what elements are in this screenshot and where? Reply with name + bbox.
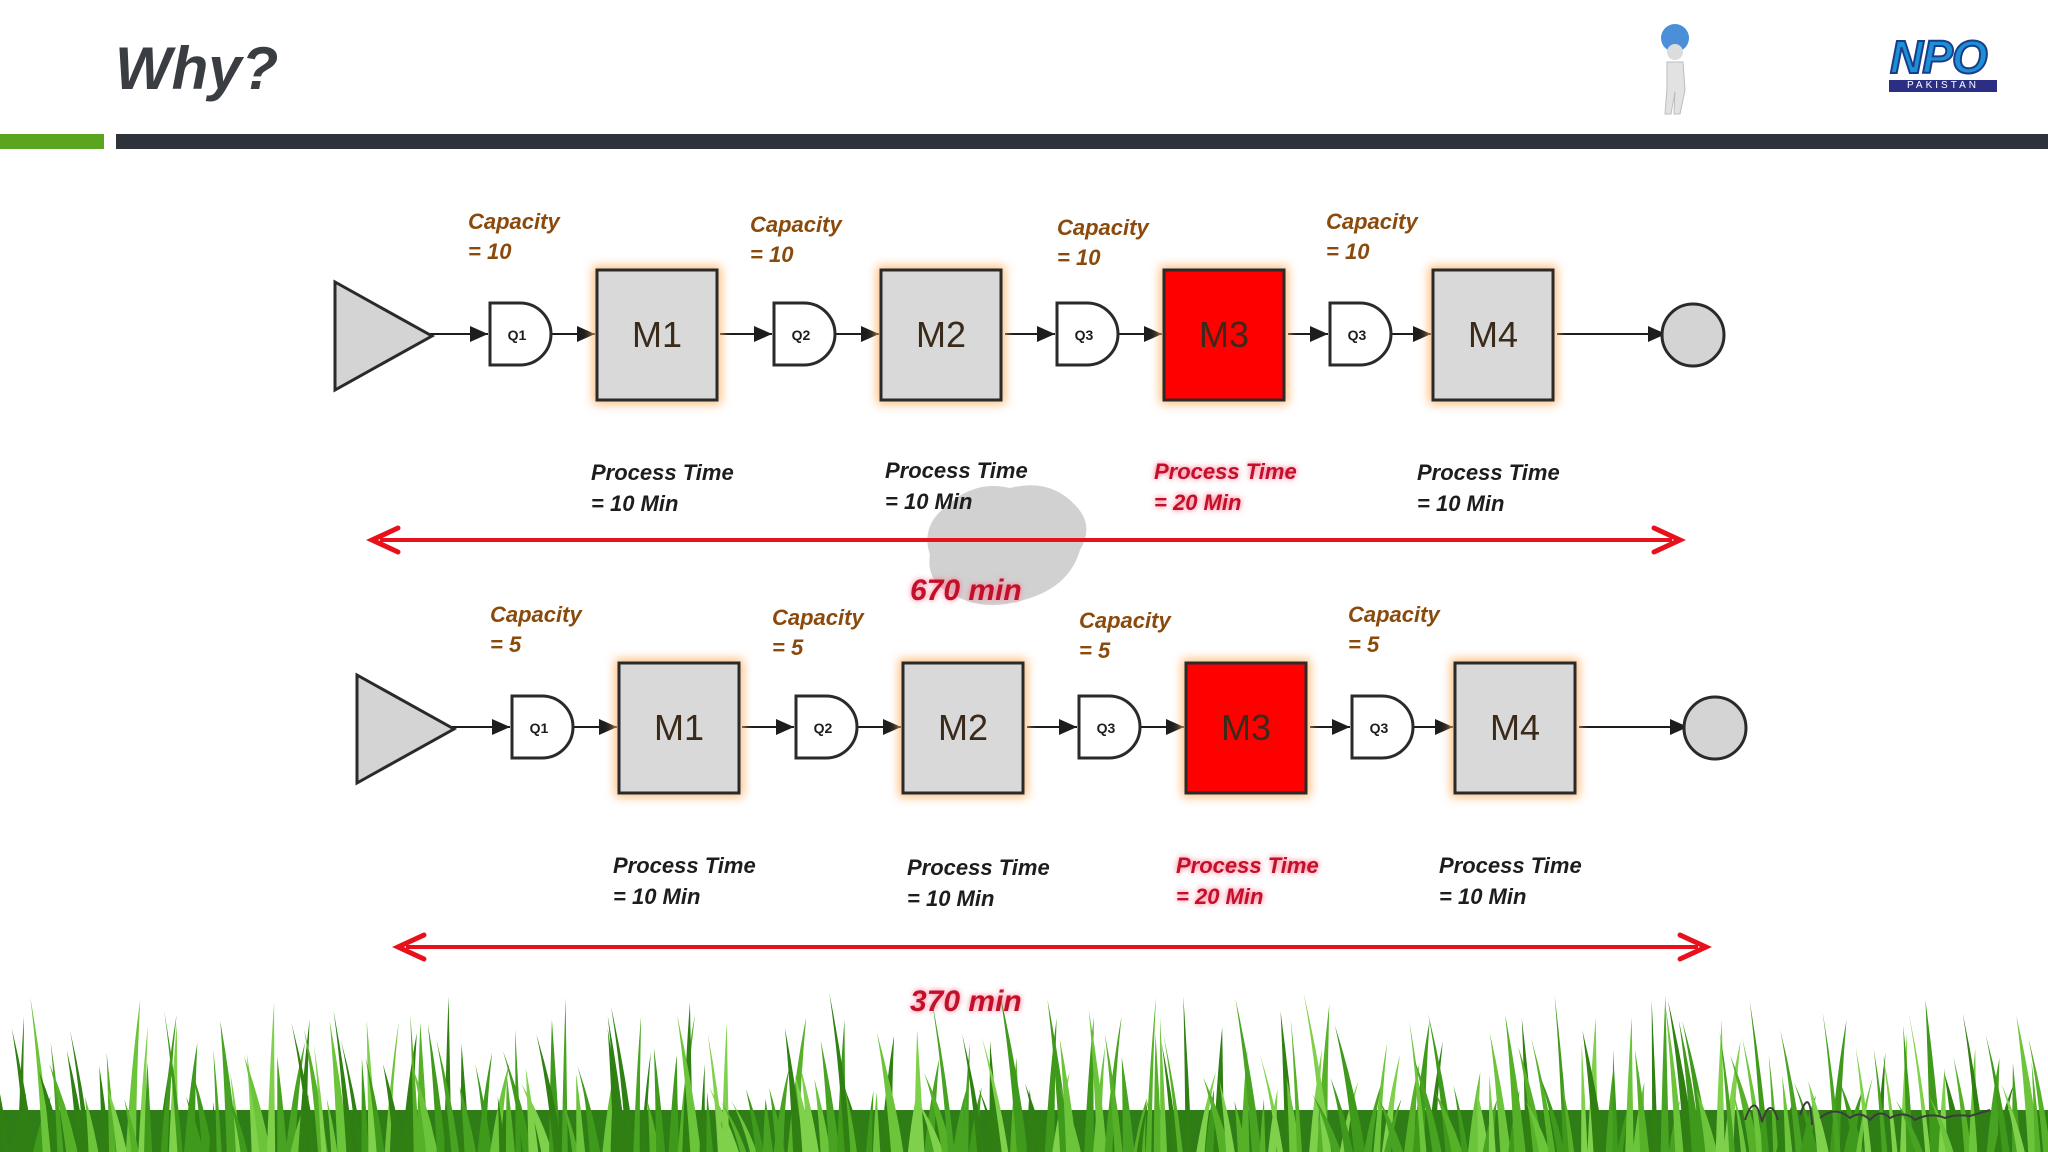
machine-label: M1 [654, 707, 704, 748]
process-time-label: Process Time [1154, 459, 1297, 484]
header-accent-bar [0, 134, 104, 149]
capacity-value: = 5 [1079, 638, 1111, 663]
process-time-value: = 10 Min [1417, 491, 1504, 516]
queue-3: Q3 Capacity = 5 [1077, 608, 1172, 760]
capacity-value: = 10 [1057, 245, 1101, 270]
machine-label: M2 [938, 707, 988, 748]
source-triangle [333, 279, 436, 393]
queue-label: Q1 [508, 327, 527, 343]
capacity-label: Capacity [1057, 215, 1150, 240]
queue-2: Q2 Capacity = 10 [750, 212, 843, 367]
process-time-value: = 20 Min [1176, 884, 1263, 909]
process-time-label: Process Time [1176, 853, 1319, 878]
capacity-label: Capacity [468, 209, 561, 234]
machine-label: M4 [1490, 707, 1540, 748]
capacity-label: Capacity [750, 212, 843, 237]
queue-1: Q1 Capacity = 5 [490, 602, 583, 760]
queue-label: Q2 [792, 327, 811, 343]
process-time-label: Process Time [613, 853, 756, 878]
header-divider-bar [116, 134, 2048, 149]
svg-text:670 min: 670 min [910, 574, 1022, 607]
process-time-value: = 10 Min [613, 884, 700, 909]
queue-3: Q3 Capacity = 10 [1055, 215, 1150, 367]
source-triangle [355, 672, 458, 786]
capacity-label: Capacity [1326, 209, 1419, 234]
queue-1: Q1 Capacity = 10 [468, 209, 561, 367]
process-time-value: = 20 Min [1154, 490, 1241, 515]
thinking-person-icon [1661, 24, 1689, 115]
machine-label: M4 [1468, 314, 1518, 355]
capacity-label: Capacity [1348, 602, 1441, 627]
queue-label: Q3 [1075, 327, 1094, 343]
sink-circle [1660, 302, 1726, 368]
queue-label: Q3 [1348, 327, 1367, 343]
machine-label: M1 [632, 314, 682, 355]
queue-label: Q3 [1097, 720, 1116, 736]
capacity-label: Capacity [1079, 608, 1172, 633]
slide-title: Why? [115, 35, 279, 102]
npo-logo-subtext: PAKISTAN [1889, 80, 1997, 92]
machine-label: M3 [1221, 707, 1271, 748]
grass-decoration [0, 992, 2048, 1152]
svg-text:= 20 Min: = 20 Min [1176, 884, 1263, 909]
svg-text:Process Time: Process Time [1176, 853, 1319, 878]
queue-4: Q3 Capacity = 5 [1348, 602, 1441, 760]
capacity-value: = 10 [750, 242, 794, 267]
process-time-label: Process Time [1417, 460, 1560, 485]
process-time-label: Process Time [591, 460, 734, 485]
capacity-value: = 5 [490, 632, 522, 657]
queue-2: Q2 Capacity = 5 [772, 605, 865, 760]
capacity-label: Capacity [490, 602, 583, 627]
npo-logo-text: NPO [1889, 30, 1989, 84]
cloud-blot [927, 485, 1087, 605]
queue-4: Q3 Capacity = 10 [1326, 209, 1419, 367]
machine-label: M3 [1199, 314, 1249, 355]
process-time-label: Process Time [1439, 853, 1582, 878]
queue-label: Q1 [530, 720, 549, 736]
svg-text:Process Time: Process Time [1154, 459, 1297, 484]
process-time-value: = 10 Min [591, 491, 678, 516]
signature [1744, 1101, 1991, 1126]
queue-label: Q3 [1370, 720, 1389, 736]
machine-label: M2 [916, 314, 966, 355]
sink-circle [1682, 695, 1748, 761]
capacity-value: = 10 [468, 239, 512, 264]
capacity-value: = 5 [1348, 632, 1380, 657]
queue-label: Q2 [814, 720, 833, 736]
svg-text:= 20 Min: = 20 Min [1154, 490, 1241, 515]
capacity-value: = 10 [1326, 239, 1370, 264]
flow-line-1: Q1 Capacity = 10 Q2 Capacity = 10 Q3 Capacity = … [333, 209, 1726, 607]
process-time-value: = 10 Min [907, 886, 994, 911]
process-time-label: Process Time [907, 855, 1050, 880]
process-time-label: Process Time [885, 458, 1028, 483]
capacity-value: = 5 [772, 635, 804, 660]
total-time-label: 670 min [910, 574, 1022, 607]
capacity-label: Capacity [772, 605, 865, 630]
process-time-value: = 10 Min [1439, 884, 1526, 909]
process-time-value: = 10 Min [885, 489, 972, 514]
